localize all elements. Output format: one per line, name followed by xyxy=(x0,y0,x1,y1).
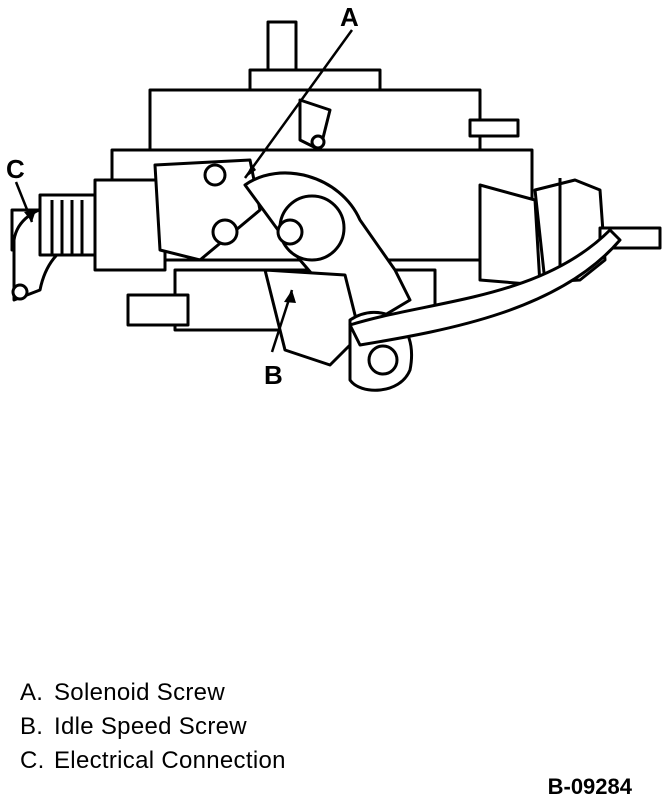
legend-item-c: C. Electrical Connection xyxy=(20,744,286,778)
legend-key: B. xyxy=(20,713,44,740)
throttle-pivot xyxy=(367,344,399,376)
legend-key: C. xyxy=(20,747,45,774)
legend-text: Idle Speed Screw xyxy=(54,713,247,740)
carburetor-illustration xyxy=(10,20,662,392)
carburetor-diagram: A B C xyxy=(6,2,662,392)
legend-item-b: B. Idle Speed Screw xyxy=(20,710,286,744)
legend-text: Electrical Connection xyxy=(54,747,286,774)
legend-key: A. xyxy=(20,679,44,706)
callout-a-label: A xyxy=(340,2,359,32)
legend-item-a: A. Solenoid Screw xyxy=(20,676,286,710)
callout-c-label: C xyxy=(6,154,25,184)
figure-code: B-09284 xyxy=(547,774,632,799)
legend-text: Solenoid Screw xyxy=(54,679,225,706)
legend: A. Solenoid Screw B. Idle Speed Screw C. El… xyxy=(20,676,286,778)
callout-b-label: B xyxy=(264,360,283,390)
callout-a-leader xyxy=(243,29,354,179)
